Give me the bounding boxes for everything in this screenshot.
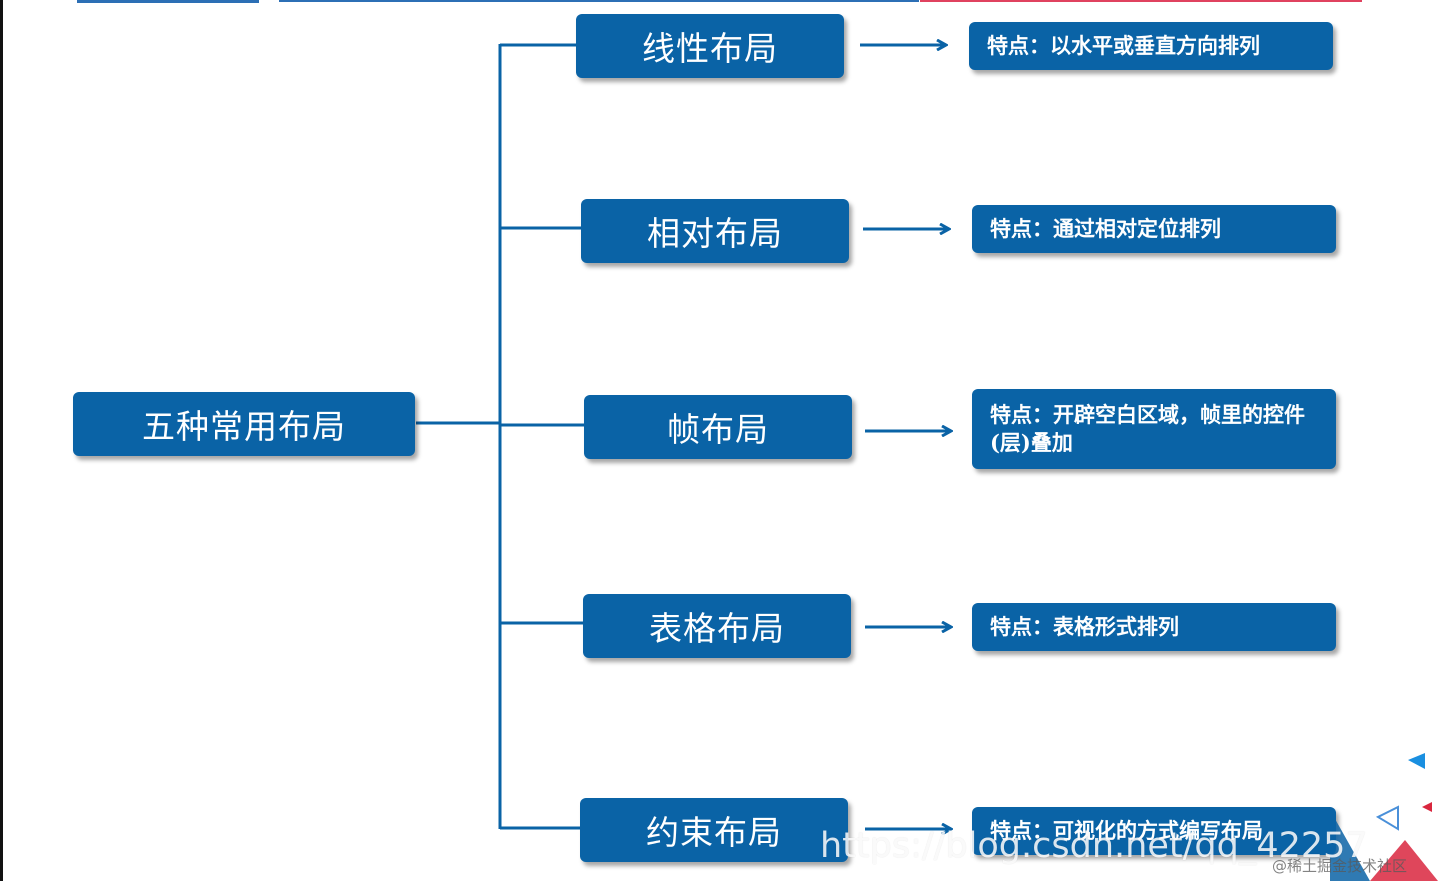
triangle-icon xyxy=(1408,753,1425,769)
layout-node-label: 表格布局 xyxy=(649,609,785,648)
layout-node-relative: 相对布局 xyxy=(581,199,849,263)
corner-decoration xyxy=(1330,753,1438,881)
left-edge-bar xyxy=(0,0,3,881)
layout-node-label: 相对布局 xyxy=(647,214,783,253)
feature-box-relative: 特点：通过相对定位排列 xyxy=(972,205,1336,253)
feature-text: 特点：开辟空白区域，帧里的控件(层)叠加 xyxy=(990,402,1305,455)
triangle-outline-icon xyxy=(1375,805,1399,831)
feature-box-linear: 特点：以水平或垂直方向排列 xyxy=(969,22,1333,70)
layout-node-frame: 帧布局 xyxy=(584,395,852,459)
layout-node-table: 表格布局 xyxy=(583,594,851,658)
feature-box-frame: 特点：开辟空白区域，帧里的控件(层)叠加 xyxy=(972,389,1336,469)
watermark-url: https://blog.csdn.net/qq_42257 xyxy=(820,826,1368,866)
layout-node-label: 约束布局 xyxy=(646,813,782,852)
feature-text: 特点：表格形式排列 xyxy=(990,614,1179,639)
feature-box-constraint: 特点：可视化的方式编写布局 xyxy=(972,807,1336,855)
feature-text: 特点：通过相对定位排列 xyxy=(990,216,1221,241)
layout-node-constraint: 约束布局 xyxy=(580,798,848,862)
top-accent-line xyxy=(77,0,259,3)
triangle-icon xyxy=(1370,840,1438,881)
triangle-icon xyxy=(1422,802,1432,812)
triangle-icon xyxy=(1330,810,1370,881)
feature-text: 特点：以水平或垂直方向排列 xyxy=(987,33,1260,58)
feature-box-table: 特点：表格形式排列 xyxy=(972,603,1336,651)
layout-node-label: 线性布局 xyxy=(642,29,778,68)
feature-text: 特点：可视化的方式编写布局 xyxy=(990,818,1263,843)
layout-node-linear: 线性布局 xyxy=(576,14,844,78)
watermark-site: @稀土掘金技术社区 xyxy=(1272,857,1408,875)
top-accent-line xyxy=(279,0,919,2)
root-node-label: 五种常用布局 xyxy=(142,407,346,446)
root-node: 五种常用布局 xyxy=(73,392,415,456)
layout-node-label: 帧布局 xyxy=(667,410,769,449)
top-accent-line xyxy=(920,0,1362,2)
